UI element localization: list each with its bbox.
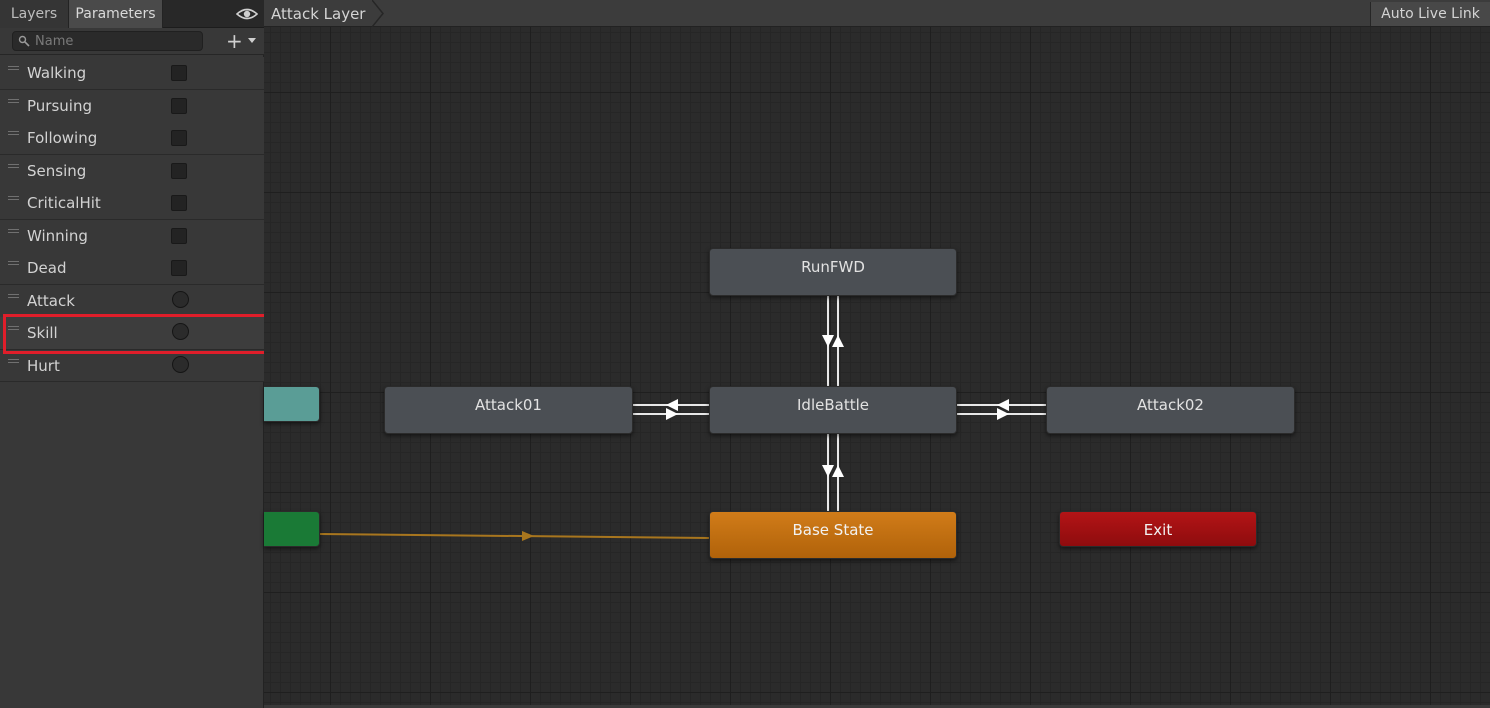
parameter-name: Pursuing (27, 97, 92, 115)
search-input[interactable] (35, 32, 200, 50)
bool-checkbox[interactable] (171, 260, 187, 276)
trigger-radio[interactable] (172, 356, 189, 373)
plus-icon: + (226, 29, 243, 53)
state-node-exit[interactable]: Exit (1059, 511, 1257, 547)
bool-checkbox[interactable] (171, 130, 187, 146)
drag-handle-icon[interactable] (8, 326, 19, 330)
add-parameter-button[interactable]: + (224, 30, 260, 52)
tab-parameters[interactable]: Parameters (69, 0, 163, 28)
state-name: Exit (1143, 521, 1173, 539)
trigger-radio[interactable] (172, 291, 189, 308)
breadcrumb[interactable]: Attack Layer (264, 0, 384, 27)
search-icon (18, 35, 30, 47)
bool-checkbox[interactable] (171, 65, 187, 81)
state-node-attack02[interactable]: Attack02 (1046, 386, 1295, 434)
state-name: Attack01 (475, 396, 542, 414)
search-row: + (0, 28, 264, 55)
parameters-panel: Layers Parameters + Walking Pursuing (0, 0, 268, 708)
animator-graph[interactable]: Attack Layer Auto Live Link RunFWD Attac… (264, 0, 1490, 708)
transition-arrow-icon (822, 465, 834, 477)
graph-toolbar: Attack Layer Auto Live Link (264, 0, 1490, 27)
state-node-idlebattle[interactable]: IdleBattle (709, 386, 957, 434)
auto-live-link-button[interactable]: Auto Live Link (1370, 2, 1490, 26)
parameter-row-skill[interactable]: Skill (0, 317, 264, 350)
parameter-name: Sensing (27, 162, 87, 180)
breadcrumb-chevron-icon (372, 0, 384, 27)
state-node-entry[interactable] (264, 511, 320, 547)
state-name: Attack02 (1137, 396, 1204, 414)
parameter-row-criticalhit[interactable]: CriticalHit (0, 187, 264, 220)
search-box[interactable] (12, 31, 203, 51)
breadcrumb-layer-name: Attack Layer (271, 5, 366, 23)
transition-arrow-icon (666, 399, 678, 411)
tab-layers[interactable]: Layers (0, 0, 69, 28)
parameter-name: Dead (27, 259, 67, 277)
transition-arrow-icon (997, 399, 1009, 411)
list-divider (0, 381, 264, 382)
transition-entry-to-base[interactable] (319, 533, 710, 539)
transition-arrow-icon (522, 531, 534, 541)
parameter-row-attack[interactable]: Attack (0, 284, 264, 317)
chevron-down-icon (248, 38, 256, 43)
bool-checkbox[interactable] (171, 228, 187, 244)
eye-icon[interactable] (236, 6, 258, 22)
parameter-name: Winning (27, 227, 88, 245)
drag-handle-icon[interactable] (8, 229, 19, 233)
parameter-row-dead[interactable]: Dead (0, 252, 264, 285)
parameter-name: Attack (27, 292, 75, 310)
drag-handle-icon[interactable] (8, 131, 19, 135)
trigger-radio[interactable] (172, 323, 189, 340)
state-node-runfwd[interactable]: RunFWD (709, 248, 957, 296)
parameter-row-hurt[interactable]: Hurt (0, 349, 264, 382)
state-name: IdleBattle (797, 396, 869, 414)
parameter-name: Following (27, 129, 98, 147)
drag-handle-icon[interactable] (8, 66, 19, 70)
state-node-base-state[interactable]: Base State (709, 511, 957, 559)
parameter-name: Hurt (27, 357, 60, 375)
drag-handle-icon[interactable] (8, 294, 19, 298)
transition-arrow-icon (832, 465, 844, 477)
parameter-row-winning[interactable]: Winning (0, 219, 264, 252)
parameter-name: Skill (27, 324, 58, 342)
panel-tab-bar: Layers Parameters (0, 0, 264, 28)
parameter-name: Walking (27, 64, 87, 82)
state-node-any-state[interactable] (264, 386, 320, 422)
drag-handle-icon[interactable] (8, 164, 19, 168)
parameter-row-following[interactable]: Following (0, 122, 264, 155)
transition-links (319, 296, 1046, 541)
drag-handle-icon[interactable] (8, 99, 19, 103)
state-name: Base State (792, 521, 874, 539)
transition-arrow-icon (997, 408, 1009, 420)
state-name: RunFWD (801, 258, 865, 276)
parameter-name: CriticalHit (27, 194, 101, 212)
bool-checkbox[interactable] (171, 163, 187, 179)
graph-bottom-edge (264, 705, 1490, 708)
drag-handle-icon[interactable] (8, 359, 19, 363)
transition-arrow-icon (832, 335, 844, 347)
parameter-row-walking[interactable]: Walking (0, 57, 264, 90)
transition-arrow-icon (666, 408, 678, 420)
parameter-row-pursuing[interactable]: Pursuing (0, 89, 264, 122)
transition-arrow-icon (822, 335, 834, 347)
bool-checkbox[interactable] (171, 195, 187, 211)
state-node-attack01[interactable]: Attack01 (384, 386, 633, 434)
bool-checkbox[interactable] (171, 98, 187, 114)
drag-handle-icon[interactable] (8, 261, 19, 265)
parameter-row-sensing[interactable]: Sensing (0, 154, 264, 187)
drag-handle-icon[interactable] (8, 196, 19, 200)
